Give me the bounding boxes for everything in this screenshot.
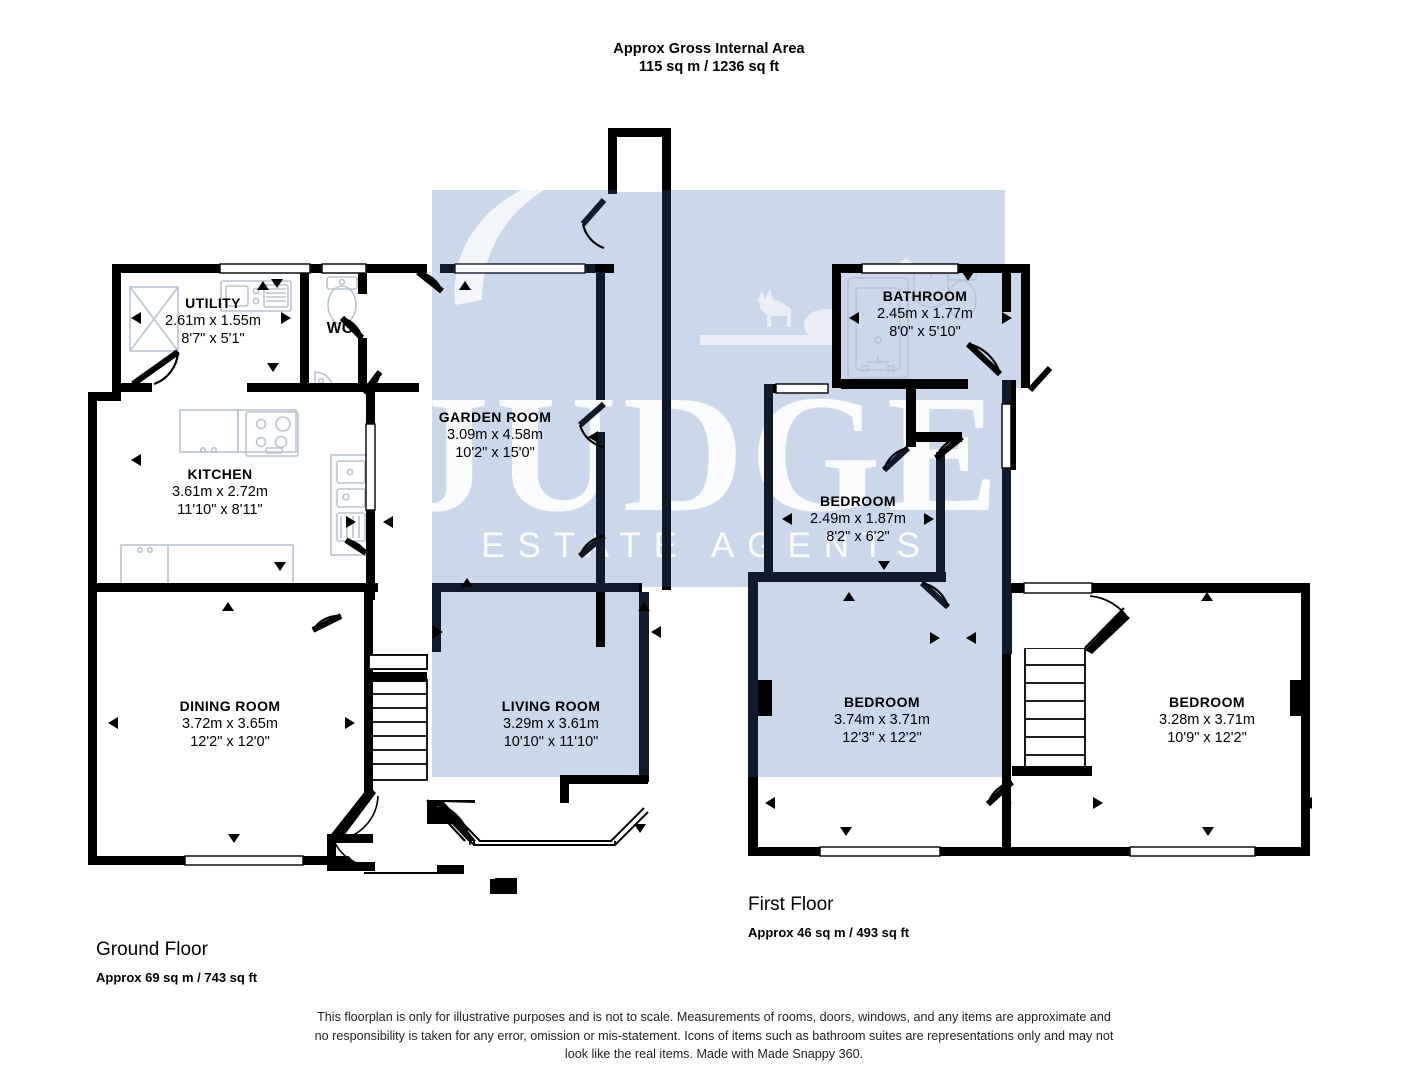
watermark-tagline: ESTATE AGENTS (481, 526, 933, 565)
first-floor-doors (881, 341, 1053, 807)
room-label-dining-room: DINING ROOM 3.72m x 3.65m 12'2" x 12'0" (179, 698, 281, 750)
room-label-wc: WC (326, 320, 354, 337)
room-label-bathroom: BATHROOM 2.45m x 1.77m 8'0" x 5'10" (877, 288, 973, 340)
first-floor-windows (775, 263, 1256, 857)
gross-internal-area-header: Approx Gross Internal Area 115 sq m / 12… (0, 40, 1418, 76)
first-floor-plan (748, 263, 1312, 857)
landing-splay (1012, 598, 1125, 649)
first-floor-arrows (765, 272, 1312, 836)
room-label-living-room: LIVING ROOM 3.29m x 3.61m 10'10" x 11'10… (501, 698, 601, 750)
first-floor-staircase (1024, 647, 1086, 774)
stair-head-block (369, 672, 427, 682)
ground-floor-arrows (108, 279, 661, 843)
ground-floor-doors (131, 198, 607, 633)
ground-floor-caption: Ground Floor Approx 69 sq m / 743 sq ft (96, 939, 258, 985)
first-floor-walls-dark (748, 380, 1012, 777)
room-label-bedroom-3: BEDROOM 2.49m x 1.87m 8'2" x 6'2" (810, 493, 906, 545)
disclaimer-text: This floorplan is only for illustrative … (314, 1010, 1114, 1061)
bay-window (435, 801, 649, 846)
room-label-utility: UTILITY 2.61m x 1.55m 8'7" x 5'1" (165, 295, 261, 347)
room-label-bedroom-2: BEDROOM 3.28m x 3.71m 10'9" x 12'2" (1159, 694, 1255, 746)
header-area: 115 sq m / 1236 sq ft (638, 59, 780, 75)
room-label-bedroom-1: BEDROOM 3.74m x 3.71m 12'3" x 12'2" (834, 694, 930, 746)
ground-staircase (368, 679, 428, 781)
ground-floor-windows (184, 263, 586, 866)
header-title: Approx Gross Internal Area (613, 41, 805, 57)
ground-floor-plan (88, 128, 671, 894)
room-label-garden-room: GARDEN ROOM 3.09m x 4.58m 10'2" x 15'0" (438, 409, 552, 461)
room-label-kitchen: KITCHEN 3.61m x 2.72m 11'10" x 8'11" (172, 466, 268, 518)
first-floor-caption: First Floor Approx 46 sq m / 493 sq ft (748, 894, 910, 940)
